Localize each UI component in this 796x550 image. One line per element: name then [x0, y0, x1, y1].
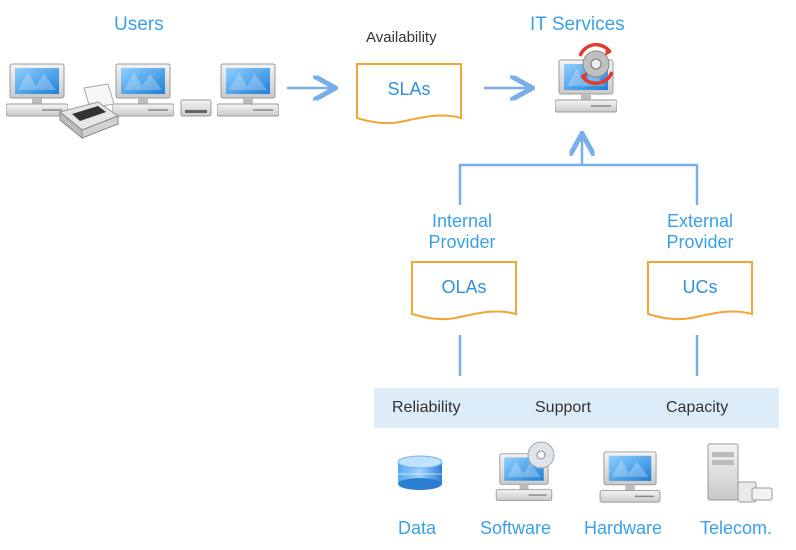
capacity-label: Capacity	[666, 399, 729, 416]
disk-drive-icon	[180, 99, 212, 117]
resource-attributes-band	[374, 388, 779, 428]
desktop-computer-icon	[217, 63, 279, 117]
desktop-computer-icon	[599, 451, 661, 503]
desktop-computer-icon	[112, 63, 174, 117]
users-title: Users	[114, 14, 164, 35]
reliability-label: Reliability	[392, 399, 461, 416]
support-label: Support	[535, 399, 592, 416]
uc-document-shape	[647, 261, 753, 321]
server-gear-icon	[555, 42, 617, 113]
resource-data-label: Data	[398, 518, 437, 538]
internal-provider-label: Internal Provider	[428, 211, 496, 252]
uc-label: UCs	[682, 277, 718, 297]
external-provider-label: External Provider	[666, 211, 734, 252]
desktop-computer-icon	[6, 63, 68, 117]
sla-label: SLAs	[387, 79, 431, 99]
server-tower-icon	[707, 443, 773, 503]
availability-label: Availability	[366, 29, 437, 46]
sla-document-shape	[356, 63, 462, 125]
it-services-title: IT Services	[530, 14, 625, 35]
ola-document-shape	[411, 261, 517, 321]
computer-cd-icon	[495, 441, 555, 502]
ola-label: OLAs	[441, 277, 487, 297]
printer-icon	[58, 83, 120, 140]
providers-connector	[458, 163, 699, 205]
database-icon	[397, 455, 443, 490]
resource-software-label: Software	[480, 518, 552, 538]
resource-hardware-label: Hardware	[584, 518, 663, 538]
resource-telecom-label: Telecom.	[700, 518, 773, 538]
